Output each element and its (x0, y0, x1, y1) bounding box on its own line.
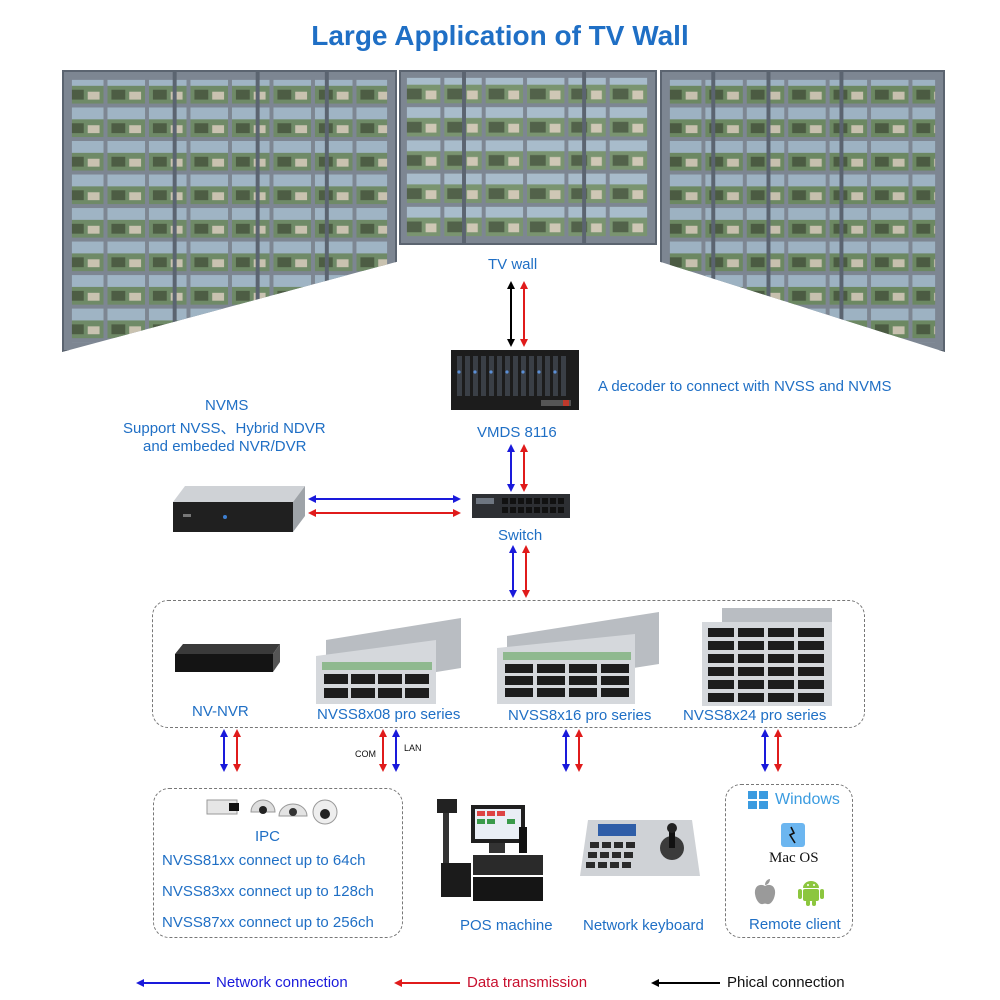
nvss8x24-label: NVSS8x24 pro series (683, 707, 827, 724)
pos-machine-icon (433, 797, 548, 905)
android-icon (798, 878, 824, 906)
storage-server-icon (497, 612, 659, 706)
legend-network-label: Network connection (216, 974, 348, 991)
switch-icon (472, 494, 570, 518)
nvr-icon (175, 640, 280, 675)
pos-label: POS machine (460, 917, 553, 934)
camera-icon (205, 790, 340, 828)
storage-group-box (152, 600, 865, 728)
nvss8x16-label: NVSS8x16 pro series (508, 707, 652, 724)
ipc-group-box (153, 788, 403, 938)
ipc-label: IPC (255, 828, 281, 845)
lan-label: LAN (404, 743, 422, 753)
switch-label: Switch (498, 527, 543, 544)
page-title: Large Application of TV Wall (311, 20, 689, 51)
tv-wall-right-icon (660, 70, 945, 352)
ipc-capacity-64: NVSS81xx connect up to 64ch (162, 852, 366, 869)
keyboard-label: Network keyboard (583, 917, 704, 934)
nv-nvr-label: NV-NVR (192, 703, 249, 720)
tv-wall-center-icon (399, 70, 657, 245)
decoder-description: A decoder to connect with NVSS and NVMS (598, 378, 892, 395)
windows-icon (748, 791, 768, 809)
nvms-support-line: Support NVSS、Hybrid NDVR (123, 420, 326, 437)
legend-data-label: Data transmission (467, 974, 588, 991)
nvms-embedded-line: and embeded NVR/DVR (143, 438, 307, 455)
windows-label: Windows (775, 791, 840, 808)
vmds-label: VMDS 8116 (477, 424, 557, 441)
remote-client-box (725, 784, 853, 938)
com-label: COM (355, 749, 376, 759)
nvss8x08-label: NVSS8x08 pro series (317, 706, 461, 723)
tv-wall-label: TV wall (488, 256, 538, 273)
decoder-icon (451, 350, 579, 410)
keyboard-icon (580, 818, 700, 878)
ipc-capacity-128: NVSS83xx connect up to 128ch (162, 883, 374, 900)
legend-physical-label: Phical connection (727, 974, 845, 991)
nvms-title: NVMS (205, 397, 249, 414)
apple-icon (752, 878, 778, 906)
storage-server-icon (316, 618, 461, 706)
server-icon (165, 480, 305, 540)
remote-client-label: Remote client (749, 916, 841, 933)
macos-icon (781, 823, 805, 847)
ipc-capacity-256: NVSS87xx connect up to 256ch (162, 914, 374, 931)
macos-label: Mac OS (769, 850, 819, 866)
storage-server-icon (702, 608, 832, 706)
